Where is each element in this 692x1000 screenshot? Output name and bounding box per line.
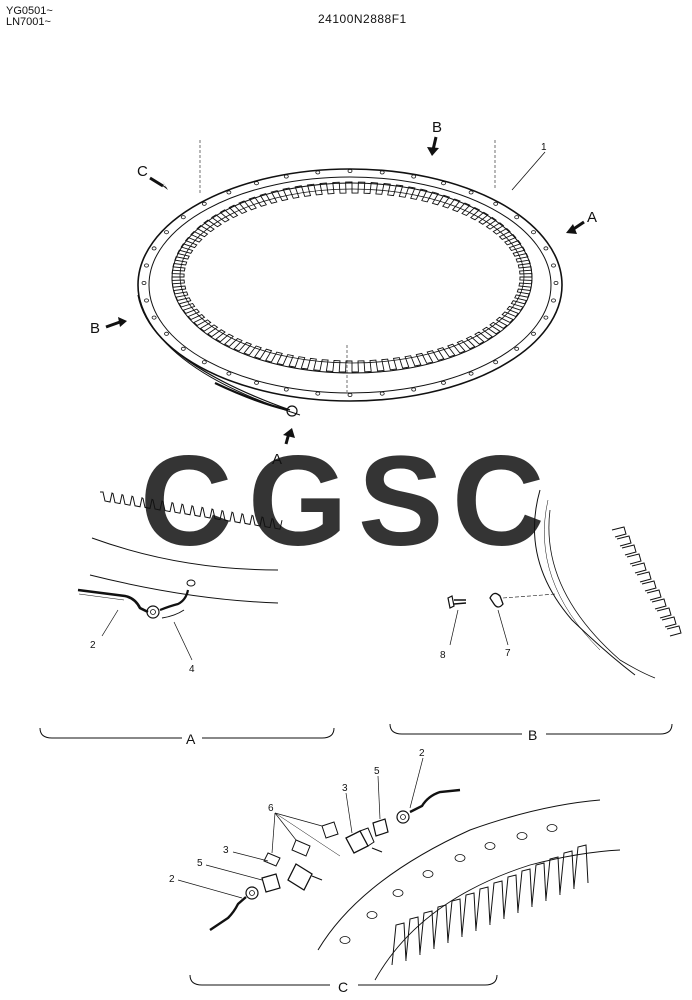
callout-3-top: 3 bbox=[342, 783, 348, 794]
bolt-hole bbox=[411, 174, 417, 179]
view-arrow-label-a-right: A bbox=[587, 209, 597, 226]
bolt-hole bbox=[546, 824, 558, 832]
bolt-hole bbox=[315, 170, 321, 175]
bolt-hole bbox=[254, 380, 259, 385]
bolt-hole bbox=[422, 870, 434, 878]
bolt-hole bbox=[484, 842, 496, 850]
bolt-hole bbox=[551, 263, 556, 268]
callout-5-bottom: 5 bbox=[197, 858, 203, 869]
bolt-hole bbox=[151, 246, 157, 251]
detail-view-b bbox=[389, 489, 682, 735]
detail-view-c bbox=[177, 757, 621, 986]
bolt-hole bbox=[347, 392, 353, 397]
detail-view-label-a: A bbox=[186, 731, 196, 747]
callout-2-detail-c-bottom: 2 bbox=[169, 874, 175, 885]
bolt-hole bbox=[468, 190, 474, 195]
detail-view-label-b: B bbox=[528, 727, 537, 743]
applicability-code-1: YG0501~ bbox=[6, 5, 53, 17]
bolt-hole bbox=[315, 391, 321, 396]
watermark-letter-4: C bbox=[452, 430, 544, 573]
bolt-hole bbox=[164, 230, 169, 235]
bolt-hole bbox=[366, 911, 378, 919]
view-arrow-a-bottom: A bbox=[272, 428, 295, 468]
bolt-hole bbox=[226, 190, 232, 195]
bolt-hole bbox=[454, 854, 466, 862]
bolt-hole bbox=[543, 315, 549, 320]
bolt-hole bbox=[151, 315, 157, 320]
bolt-hole bbox=[201, 201, 207, 206]
bolt-hole bbox=[441, 380, 446, 385]
bolt-hole bbox=[180, 346, 186, 351]
bolt-hole bbox=[531, 230, 536, 235]
view-arrow-c: C bbox=[137, 163, 168, 190]
bolt-hole bbox=[553, 280, 559, 285]
bolt-hole bbox=[441, 181, 446, 186]
watermark-letter-3: S bbox=[358, 430, 443, 573]
bolt-hole bbox=[493, 201, 499, 206]
bolt-hole bbox=[283, 387, 289, 392]
view-arrow-label-b-top: B bbox=[432, 119, 442, 136]
view-arrow-a-right: A bbox=[566, 209, 597, 234]
callout-2-detail-a: 2 bbox=[90, 640, 96, 651]
view-arrow-label-a-bottom: A bbox=[272, 451, 282, 468]
bolt-hole bbox=[379, 391, 385, 396]
bolt-hole bbox=[144, 298, 149, 303]
ring-bolt-holes bbox=[339, 824, 558, 944]
bolt-hole bbox=[392, 889, 404, 897]
callout-4: 4 bbox=[189, 664, 195, 675]
bolt-hole bbox=[201, 360, 207, 365]
bolt-hole bbox=[514, 215, 520, 220]
bolt-hole bbox=[493, 360, 499, 365]
detail-view-label-c: C bbox=[338, 979, 348, 995]
watermark-letter-1: C bbox=[140, 430, 232, 573]
bolt-hole bbox=[411, 387, 417, 392]
callout-3-bottom: 3 bbox=[223, 845, 229, 856]
bolt-hole bbox=[514, 346, 520, 351]
bolt-hole bbox=[347, 168, 353, 173]
callout-1: 1 bbox=[541, 142, 547, 153]
callout-2-detail-c-top: 2 bbox=[419, 748, 425, 759]
view-arrow-label-b-left: B bbox=[90, 320, 100, 337]
callout-6: 6 bbox=[268, 803, 274, 814]
detail-view-a bbox=[39, 491, 335, 739]
callout-8: 8 bbox=[440, 650, 446, 661]
bolt-hole bbox=[226, 371, 232, 376]
bolt-hole bbox=[144, 263, 149, 268]
swing-bearing-ring bbox=[137, 140, 563, 417]
bolt-hole bbox=[164, 331, 169, 336]
bolt-hole bbox=[531, 331, 536, 336]
bolt-hole bbox=[543, 246, 549, 251]
bolt-hole bbox=[254, 181, 259, 186]
view-arrow-b-left: B bbox=[90, 317, 127, 337]
bolt-hole bbox=[379, 170, 385, 175]
cgsc-watermark: C G S C bbox=[140, 430, 544, 573]
callout-5-top: 5 bbox=[374, 766, 380, 777]
drawing-number: 24100N2888F1 bbox=[318, 12, 407, 26]
bolt-hole bbox=[516, 832, 528, 840]
bolt-hole bbox=[551, 298, 556, 303]
bolt-hole bbox=[180, 215, 186, 220]
mounting-bolt-holes bbox=[141, 168, 559, 397]
bolt-hole bbox=[339, 936, 351, 944]
callout-7: 7 bbox=[505, 648, 511, 659]
bolt-hole bbox=[468, 371, 474, 376]
bolt-hole bbox=[141, 280, 147, 285]
view-arrow-b-top: B bbox=[427, 119, 442, 156]
bolt-hole bbox=[283, 174, 289, 179]
watermark-letter-2: G bbox=[248, 430, 348, 573]
view-arrow-label-c: C bbox=[137, 163, 148, 180]
applicability-code-2: LN7001~ bbox=[6, 16, 51, 28]
gear-teeth-outline bbox=[171, 181, 533, 373]
internal-gear-teeth bbox=[171, 181, 533, 373]
